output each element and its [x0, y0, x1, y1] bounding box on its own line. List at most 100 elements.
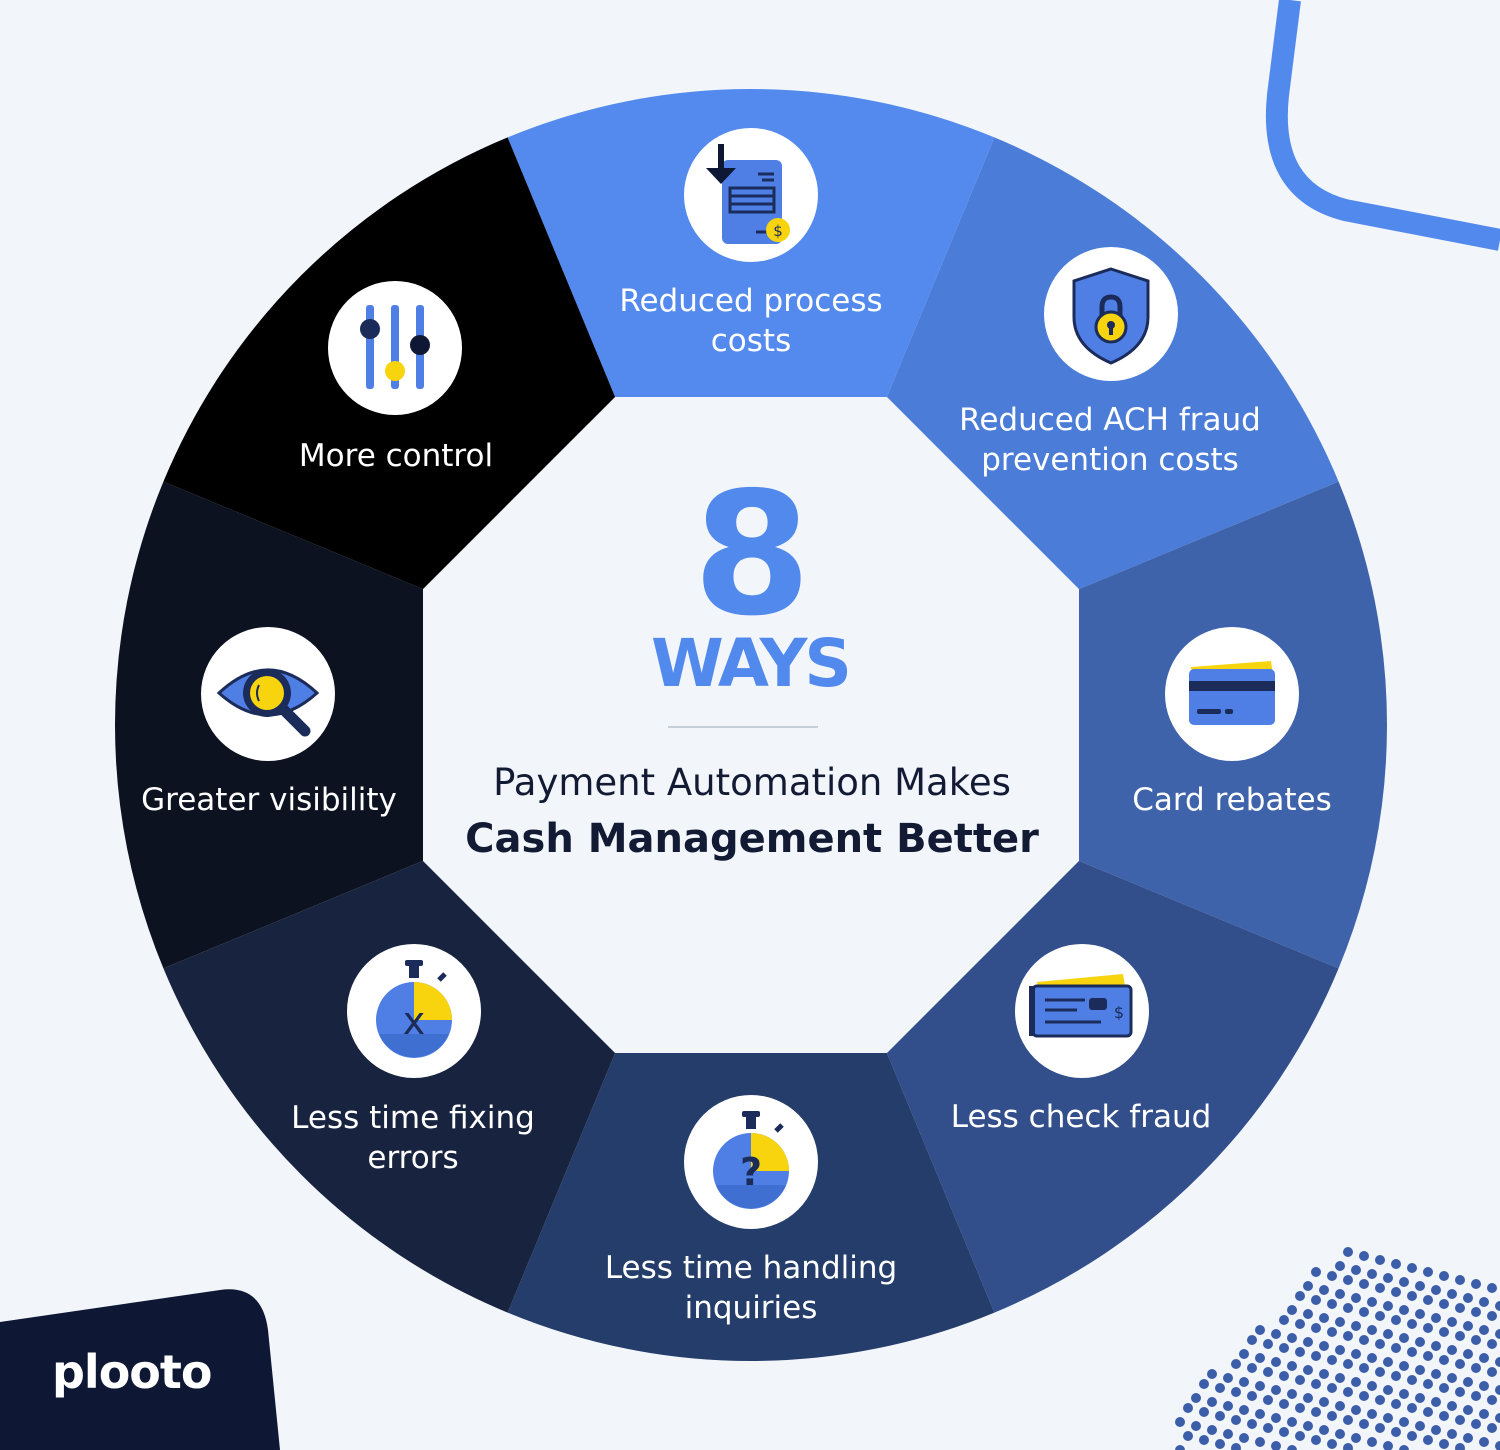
- pattern-dot: [1343, 1387, 1353, 1397]
- pattern-dot: [1311, 1351, 1321, 1361]
- pattern-dot: [1351, 1349, 1361, 1359]
- segment-4: [886, 860, 1339, 1313]
- pattern-dot: [1407, 1263, 1417, 1273]
- pattern-dot: [1479, 1381, 1489, 1391]
- pattern-dot: [1311, 1379, 1321, 1389]
- pattern-dot: [1423, 1323, 1433, 1333]
- pattern-dot: [1263, 1395, 1273, 1405]
- pattern-dot: [1319, 1425, 1329, 1435]
- pattern-dot: [1335, 1317, 1345, 1327]
- pattern-dot: [1447, 1317, 1457, 1327]
- pattern-dot: [1303, 1337, 1313, 1347]
- pattern-dot: [1255, 1437, 1265, 1447]
- pattern-dot: [1359, 1335, 1369, 1345]
- pattern-dot: [1343, 1303, 1353, 1313]
- pattern-dot: [1391, 1371, 1401, 1381]
- pattern-dot: [1239, 1377, 1249, 1387]
- pattern-dot: [1359, 1391, 1369, 1401]
- pattern-dot: [1303, 1421, 1313, 1431]
- pattern-dot: [1199, 1379, 1209, 1389]
- pattern-dot: [1199, 1435, 1209, 1445]
- pattern-dot: [1175, 1417, 1185, 1427]
- pattern-dot: [1399, 1333, 1409, 1343]
- pattern-dot: [1375, 1395, 1385, 1405]
- pattern-dot: [1455, 1359, 1465, 1369]
- pattern-dot: [1271, 1329, 1281, 1339]
- pattern-dot: [1447, 1345, 1457, 1355]
- pattern-dot: [1471, 1363, 1481, 1373]
- pattern-dot: [1407, 1375, 1417, 1385]
- pattern-dot: [1327, 1355, 1337, 1365]
- pattern-dot: [1487, 1367, 1497, 1377]
- pattern-dot: [1479, 1437, 1489, 1447]
- svg-text:$: $: [773, 222, 783, 240]
- pattern-dot: [1351, 1405, 1361, 1415]
- pattern-dot: [1383, 1413, 1393, 1423]
- pattern-dot: [1431, 1425, 1441, 1435]
- pattern-dot: [1439, 1271, 1449, 1281]
- pattern-dot: [1487, 1283, 1497, 1293]
- segment-label-card-rebates: Card rebates: [1132, 782, 1332, 818]
- pattern-dot: [1287, 1333, 1297, 1343]
- pattern-dot: [1383, 1329, 1393, 1339]
- pattern-dot: [1487, 1423, 1497, 1433]
- pattern-dot: [1359, 1307, 1369, 1317]
- pattern-dot: [1455, 1387, 1465, 1397]
- pattern-dot: [1383, 1273, 1393, 1283]
- pattern-dot: [1375, 1367, 1385, 1377]
- pattern-dot: [1191, 1393, 1201, 1403]
- pattern-dot: [1303, 1393, 1313, 1403]
- decorative-dot-pattern: [1175, 1247, 1500, 1450]
- pattern-dot: [1455, 1443, 1465, 1450]
- pattern-dot: [1455, 1275, 1465, 1285]
- brand-card: [0, 1289, 280, 1450]
- pattern-dot: [1287, 1445, 1297, 1450]
- svg-text:?: ?: [740, 1150, 762, 1194]
- pattern-dot: [1471, 1307, 1481, 1317]
- pattern-dot: [1247, 1335, 1257, 1345]
- pattern-dot: [1367, 1353, 1377, 1363]
- pattern-dot: [1343, 1247, 1353, 1257]
- pattern-dot: [1391, 1343, 1401, 1353]
- pattern-dot: [1343, 1275, 1353, 1285]
- pattern-dot: [1463, 1321, 1473, 1331]
- pattern-dot: [1391, 1287, 1401, 1297]
- pattern-dot: [1487, 1395, 1497, 1405]
- pattern-dot: [1271, 1385, 1281, 1395]
- pattern-dot: [1183, 1403, 1193, 1413]
- pattern-dot: [1335, 1373, 1345, 1383]
- pattern-dot: [1239, 1433, 1249, 1443]
- pattern-dot: [1287, 1417, 1297, 1427]
- svg-text:$: $: [1114, 1003, 1124, 1022]
- pattern-dot: [1495, 1413, 1500, 1423]
- pattern-dot: [1223, 1373, 1233, 1383]
- pattern-dot: [1431, 1313, 1441, 1323]
- pattern-dot: [1423, 1407, 1433, 1417]
- pattern-dot: [1423, 1351, 1433, 1361]
- pattern-dot: [1495, 1329, 1500, 1339]
- pattern-dot: [1271, 1413, 1281, 1423]
- pattern-dot: [1455, 1331, 1465, 1341]
- pattern-dot: [1407, 1403, 1417, 1413]
- pattern-dot: [1351, 1293, 1361, 1303]
- pattern-dot: [1439, 1439, 1449, 1449]
- pattern-dot: [1407, 1347, 1417, 1357]
- pattern-dot: [1367, 1437, 1377, 1447]
- pattern-dot: [1295, 1347, 1305, 1357]
- pattern-dot: [1311, 1295, 1321, 1305]
- pattern-dot: [1279, 1371, 1289, 1381]
- pattern-dot: [1295, 1319, 1305, 1329]
- center-headline: Cash Management Better: [465, 816, 1039, 862]
- pattern-dot: [1487, 1339, 1497, 1349]
- pattern-dot: [1463, 1293, 1473, 1303]
- pattern-dot: [1415, 1365, 1425, 1375]
- pattern-dot: [1231, 1359, 1241, 1369]
- pattern-dot: [1223, 1429, 1233, 1439]
- pattern-dot: [1247, 1391, 1257, 1401]
- segment-label-more-control: More control: [298, 438, 494, 474]
- pattern-dot: [1431, 1369, 1441, 1379]
- pattern-dot: [1319, 1341, 1329, 1351]
- pattern-dot: [1303, 1281, 1313, 1291]
